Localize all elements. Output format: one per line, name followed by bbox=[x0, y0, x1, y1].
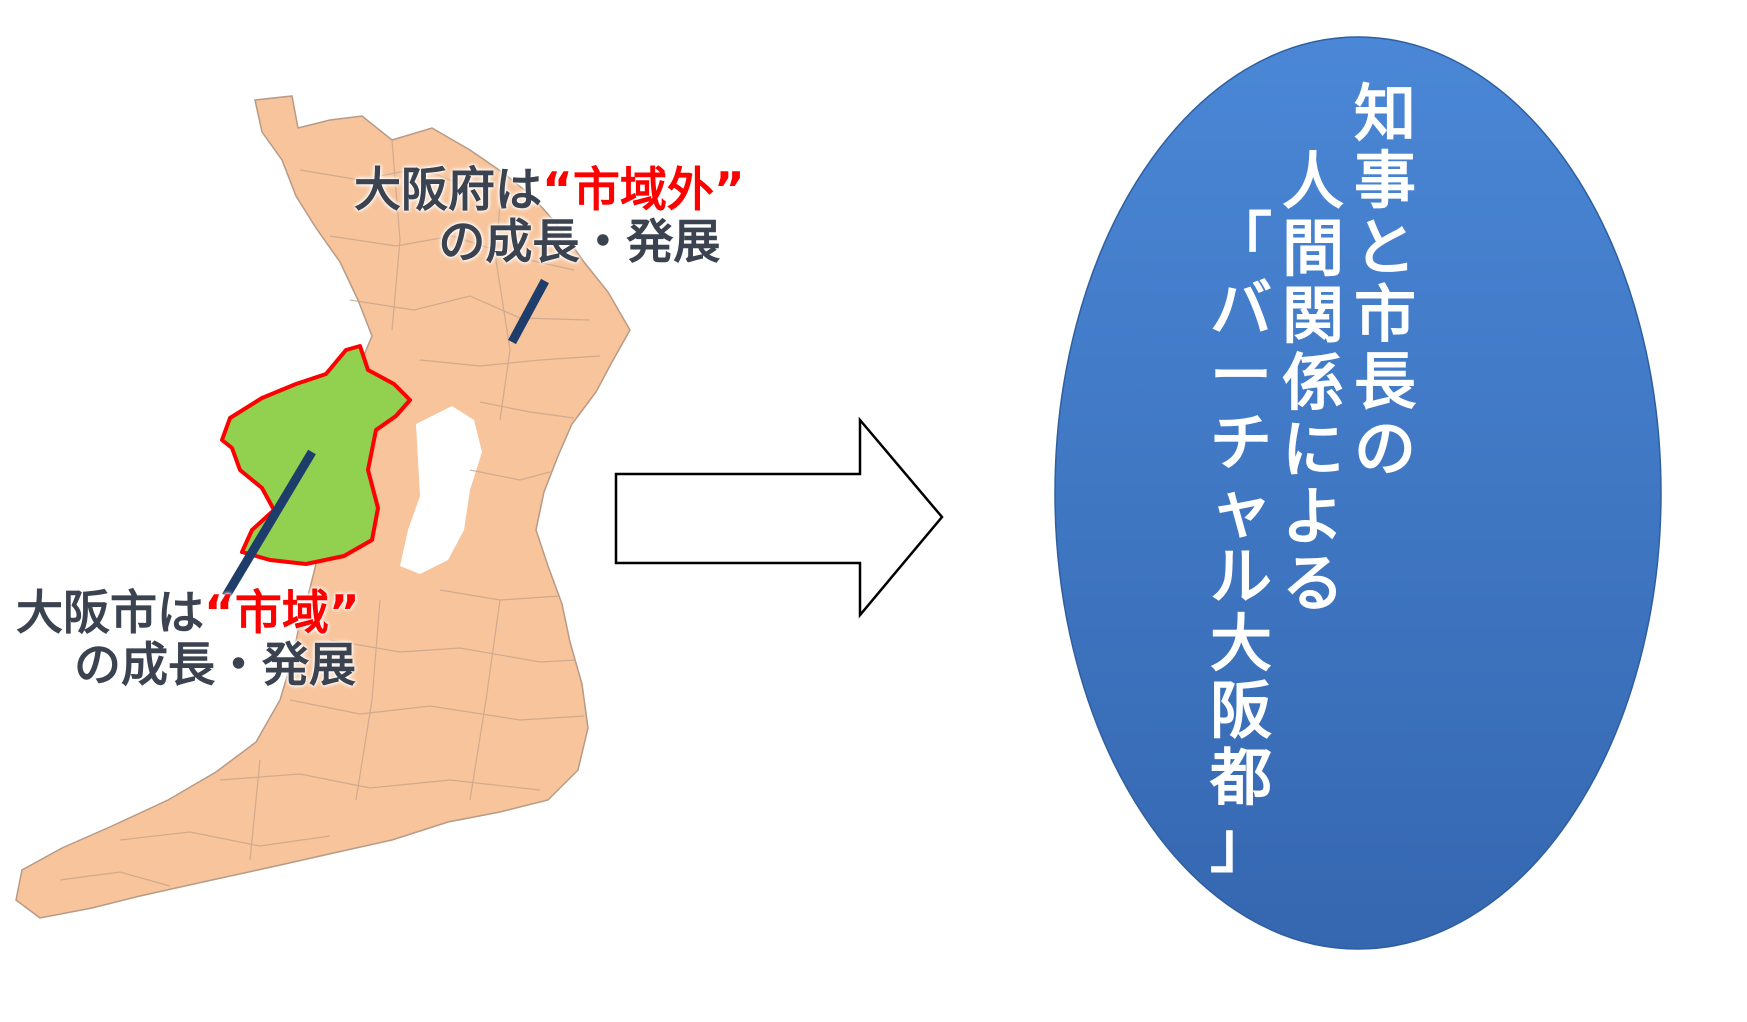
osaka-city-shape bbox=[220, 344, 412, 566]
ellipse-char: る bbox=[1281, 547, 1344, 620]
ellipse-char: と bbox=[1353, 211, 1416, 284]
ellipse-char: 市 bbox=[1353, 278, 1416, 351]
prefecture-label-prefix: 大阪府は bbox=[354, 163, 542, 218]
ellipse-char: 」 bbox=[1209, 808, 1272, 881]
ellipse-char: 関 bbox=[1281, 279, 1344, 352]
ellipse-char: 事 bbox=[1353, 144, 1416, 217]
prefecture-label-line2: の成長・発展 bbox=[438, 214, 721, 270]
ellipse-char: 阪 bbox=[1209, 674, 1272, 747]
municipal-boundaries bbox=[59, 139, 601, 887]
prefecture-leader-line bbox=[508, 278, 549, 345]
ellipse-char: 都 bbox=[1209, 741, 1272, 814]
city-label-line2: の成長・発展 bbox=[74, 637, 356, 693]
ellipse-char: 「 bbox=[1209, 205, 1272, 278]
ellipse-char: よ bbox=[1281, 480, 1344, 553]
ellipse-char: 係 bbox=[1281, 346, 1344, 419]
city-leader-line bbox=[222, 449, 316, 599]
map-gap bbox=[400, 406, 482, 574]
city-label-highlight: “市域” bbox=[204, 586, 360, 641]
ellipse-char: 人 bbox=[1281, 145, 1344, 218]
ellipse-char: バ bbox=[1209, 272, 1272, 345]
ellipse-char: 大 bbox=[1209, 607, 1272, 680]
prefecture-label: 大阪府は“市域外” の成長・発展 bbox=[354, 165, 745, 268]
ellipse-shape bbox=[1054, 36, 1662, 950]
city-label: 大阪市は“市域” の成長・発展 bbox=[16, 588, 360, 691]
right-arrow bbox=[614, 416, 944, 619]
ellipse-char: ャ bbox=[1209, 473, 1272, 546]
prefecture-label-highlight: “市域外” bbox=[542, 163, 745, 218]
ellipse-char: 間 bbox=[1281, 212, 1344, 285]
ellipse-char: 知 bbox=[1353, 77, 1416, 150]
city-label-prefix: 大阪市は bbox=[16, 586, 204, 641]
ellipse-char: チ bbox=[1209, 406, 1272, 479]
ellipse-column-3: 「バーチャル大阪都」 bbox=[1206, 208, 1276, 878]
ellipse-char: の bbox=[1353, 412, 1416, 485]
ellipse-column-2: 人間関係による bbox=[1278, 148, 1348, 617]
ellipse-char: ー bbox=[1209, 339, 1272, 412]
ellipse-char: ル bbox=[1209, 540, 1272, 613]
ellipse-char: に bbox=[1281, 413, 1344, 486]
ellipse-column-1: 知事と市長の bbox=[1350, 80, 1420, 482]
ellipse-char: 長 bbox=[1353, 345, 1416, 418]
